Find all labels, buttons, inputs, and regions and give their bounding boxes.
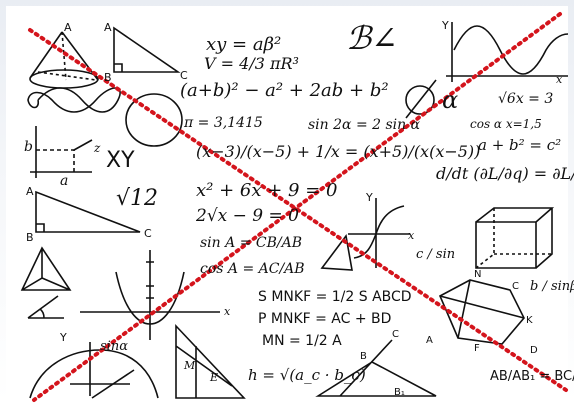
- formula-c-over-sin: c / sin: [416, 247, 456, 262]
- label-xy-axes: XY: [106, 148, 135, 173]
- right-triangle-top: [113, 26, 181, 73]
- axes-y-left: [70, 342, 130, 396]
- label-n: N: [474, 269, 482, 280]
- cross-line-right-to-left: [32, 12, 562, 402]
- formula-height: h = √(a_c · b_c): [248, 366, 366, 384]
- label-e: E: [210, 371, 219, 384]
- protractor-arc: [29, 349, 159, 399]
- cube-drawing: [475, 207, 555, 269]
- label-bottom-y: Y: [60, 331, 67, 344]
- parallelogram-figure: [438, 279, 525, 345]
- formula-xy: xy = aβ²: [206, 34, 282, 55]
- label-bottom-c: C: [392, 329, 399, 340]
- formula-quadratic: x² + 6x + 9 = 0: [196, 180, 338, 201]
- triangle-with-altitude: [175, 323, 246, 399]
- formula-mn: MN = 1/2 A: [262, 333, 342, 349]
- label-cubic-y: Y: [366, 191, 373, 204]
- label-left-b: B: [26, 231, 34, 244]
- cross-line-left-to-right: [28, 28, 568, 392]
- label-triangle-a: A: [104, 21, 112, 34]
- formula-cos-a: cos A = AC/AB: [200, 261, 305, 277]
- formula-sqrt12: √12: [116, 186, 159, 211]
- label-b1: B₁: [394, 387, 405, 398]
- square-graph: [30, 126, 93, 178]
- parabola-graph: [80, 250, 220, 340]
- infinity-symbol: [27, 87, 121, 113]
- label-f: F: [474, 343, 480, 354]
- cone-drawing: [29, 31, 99, 89]
- formula-cosa: cos α x=1,5: [470, 117, 542, 131]
- formula-fraction-sum: (x−3)/(x−5) + 1/x = (x+5)/(x(x−5)): [196, 142, 481, 161]
- label-parabola-x: x: [224, 305, 231, 318]
- formula-pmnkf: P MNKF = AC + BD: [258, 311, 392, 327]
- similar-triangles: [315, 339, 437, 397]
- label-a-small: a: [60, 173, 69, 189]
- formula-ratio: AB/AB₁ = BC/B₁C: [490, 369, 574, 384]
- label-m: M: [184, 359, 196, 372]
- sine-graph: [446, 22, 569, 82]
- label-bottom-b: B: [360, 351, 367, 362]
- formula-sqrt6x: √6x = 3: [498, 91, 554, 107]
- formula-sin-alpha: sinα: [100, 339, 128, 354]
- empty-set-symbol: [405, 79, 437, 119]
- angle-mark: [27, 295, 64, 319]
- cubic-graph: [348, 198, 410, 268]
- label-k: K: [526, 315, 533, 326]
- label-cone-a: A: [64, 21, 72, 34]
- circle: [125, 93, 183, 147]
- formula-derivative: d/dt (∂L/∂q) = ∂L/∂q: [436, 164, 574, 183]
- right-triangle-left: [35, 190, 141, 233]
- alpha-symbol: α: [442, 86, 459, 114]
- label-triangle-c: C: [180, 69, 188, 82]
- label-left-a: A: [26, 185, 34, 198]
- label-d: D: [530, 345, 538, 356]
- formula-volume: V = 4/3 πR³: [204, 54, 299, 73]
- formula-smnkf: S MNKF = 1/2 S ABCD: [258, 289, 412, 305]
- label-z: z: [94, 141, 101, 155]
- label-sine-x: x: [556, 73, 563, 86]
- label-b-small: b: [24, 139, 33, 155]
- script-letter-b: ℬ∠: [346, 19, 398, 57]
- label-c-hex: C: [512, 281, 519, 292]
- formula-sin-a: sin A = CB/AB: [200, 235, 302, 251]
- label-sine-y: Y: [442, 19, 449, 32]
- formula-b-over-sin: b / sinβ: [530, 279, 574, 294]
- formula-pythagoras: a + b² = c²: [478, 136, 562, 154]
- formula-pi: π = 3,1415: [184, 115, 263, 131]
- label-left-c: C: [144, 227, 152, 240]
- label-triangle-b: B: [104, 71, 112, 84]
- formula-sin2a: sin 2α = 2 sin α: [308, 117, 421, 133]
- small-triangle: [320, 234, 353, 271]
- formula-expansion: (a+b)² − a² + 2ab + b²: [180, 80, 389, 101]
- tetrahedron-drawing: [20, 246, 72, 291]
- formula-radical: 2√x − 9 = 0: [196, 206, 299, 226]
- label-cubic-x: x: [408, 229, 415, 242]
- label-hex-a: A: [426, 335, 433, 346]
